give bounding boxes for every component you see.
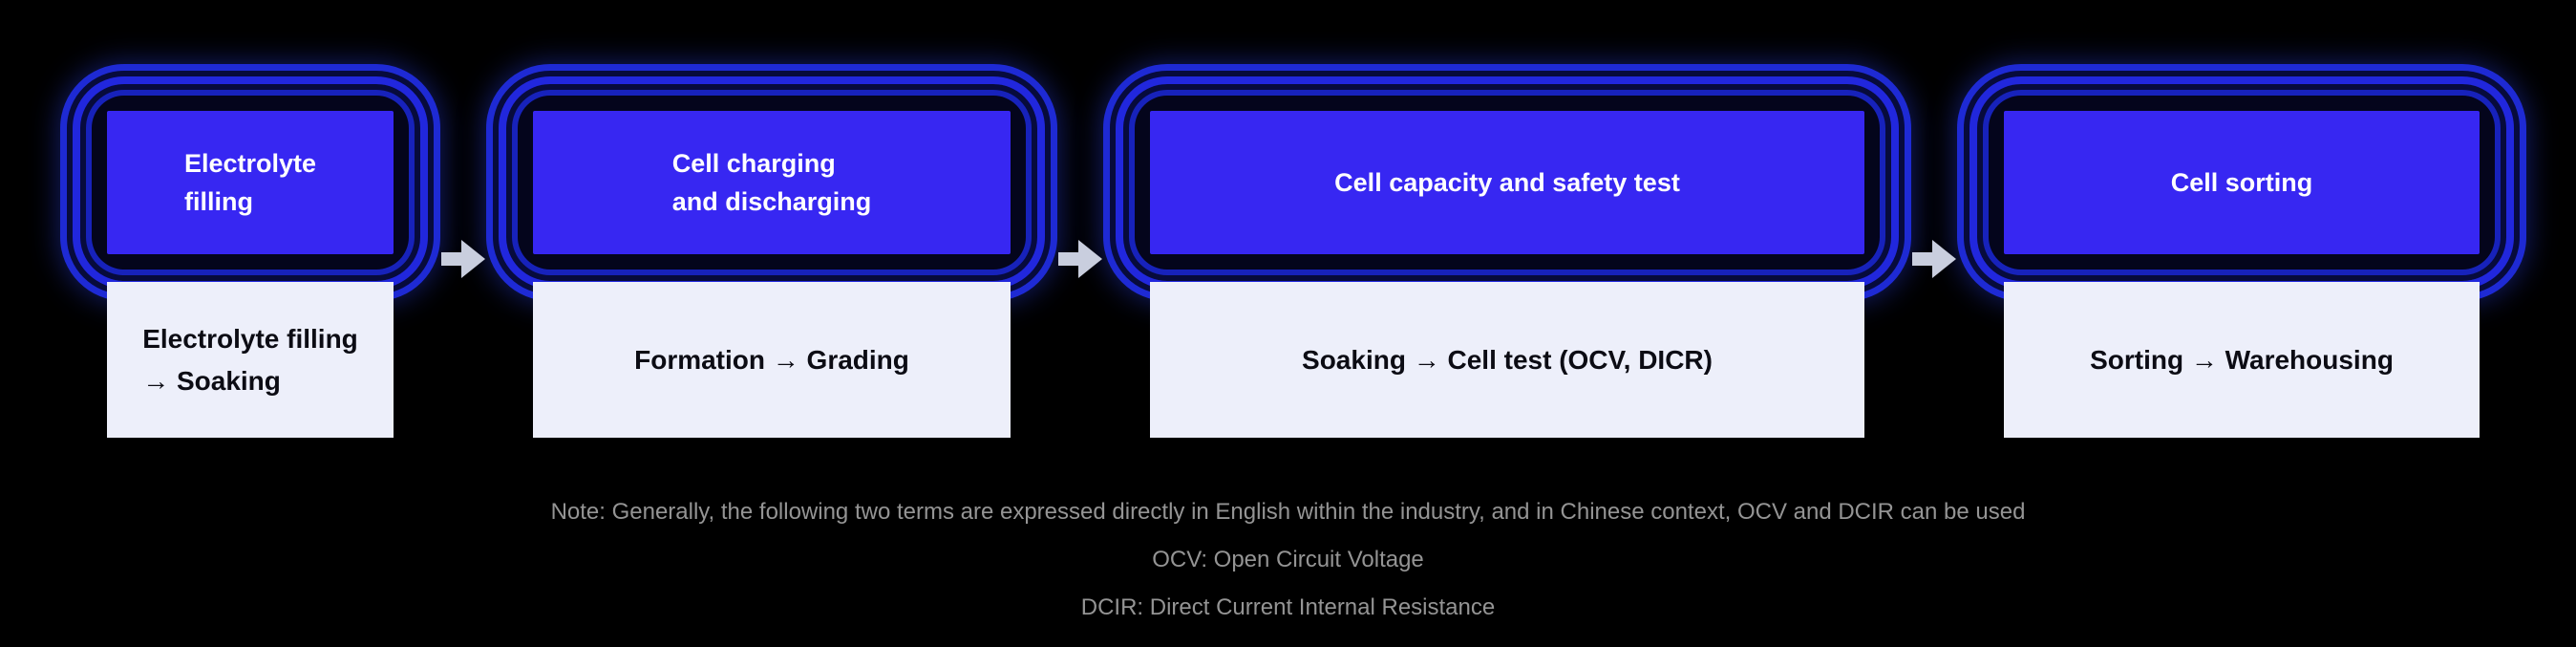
- glow-frame: Cell charging and discharging: [499, 76, 1045, 289]
- process-box: Cell sorting: [2004, 111, 2480, 254]
- detail-box-label: Electrolyte filling → Soaking: [142, 324, 358, 396]
- detail-box-label: Formation → Grading: [634, 344, 909, 375]
- process-box: Cell capacity and safety test: [1150, 111, 1864, 254]
- stage-capacity-safety-test: Cell capacity and safety test Soaking → …: [1116, 76, 1899, 438]
- process-box-label: Cell sorting: [2170, 167, 2313, 197]
- glow-frame: Cell sorting: [1969, 76, 2514, 289]
- detail-box: Formation → Grading: [533, 282, 1011, 438]
- process-box: Cell charging and discharging: [533, 111, 1011, 254]
- note-ocv-definition: OCV: Open Circuit Voltage: [1152, 547, 1424, 572]
- arrow-right-icon: [441, 240, 485, 278]
- note-dcir-definition: DCIR: Direct Current Internal Resistance: [1080, 594, 1496, 620]
- stage-cell-charging-discharging: Cell charging and discharging Formation …: [499, 76, 1045, 438]
- arrow-right-icon: [1912, 240, 1956, 278]
- footnotes: Note: Generally, the following two terms…: [0, 501, 2576, 619]
- process-flow: Electrolyte filling Electrolyte filling …: [73, 76, 2514, 438]
- detail-box-label: Soaking → Cell test (OCV, DICR): [1302, 344, 1713, 375]
- note-general: Note: Generally, the following two terms…: [550, 499, 2026, 525]
- arrow-right-icon: [1058, 240, 1102, 278]
- process-box: Electrolyte filling: [107, 111, 394, 254]
- detail-box: Electrolyte filling → Soaking: [107, 282, 394, 438]
- glow-frame: Electrolyte filling: [73, 76, 428, 289]
- detail-box: Sorting → Warehousing: [2004, 282, 2480, 438]
- process-box-label: Cell capacity and safety test: [1334, 167, 1680, 197]
- stage-electrolyte-filling: Electrolyte filling Electrolyte filling …: [73, 76, 428, 438]
- process-box-label: Electrolyte filling: [183, 148, 317, 217]
- detail-box: Soaking → Cell test (OCV, DICR): [1150, 282, 1864, 438]
- process-box-label: Cell charging and discharging: [671, 148, 872, 217]
- stage-cell-sorting: Cell sorting Sorting → Warehousing: [1969, 76, 2514, 438]
- glow-frame: Cell capacity and safety test: [1116, 76, 1899, 289]
- detail-box-label: Sorting → Warehousing: [2090, 344, 2394, 375]
